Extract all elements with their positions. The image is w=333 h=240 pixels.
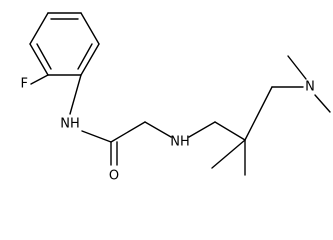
amine-nh-atom: NH <box>170 135 190 150</box>
ring-bond <box>29 12 49 45</box>
carbonyl-ch2-bond <box>110 121 146 143</box>
ring-bond <box>80 43 100 76</box>
n-ch2-bond <box>188 121 216 138</box>
carbonyl-oxygen-atom: O <box>109 169 119 184</box>
fluorophenyl-ring <box>29 12 100 76</box>
n-methyl-bond <box>314 94 331 113</box>
quaternary-ch2-bond <box>244 86 273 141</box>
molecule-structure-diagram: F NH O NH N <box>21 12 331 184</box>
ring-double-bond <box>77 43 93 70</box>
methyl-bond <box>211 139 246 169</box>
amide-nh-atom: NH <box>60 117 80 132</box>
ring-n-bond <box>69 74 82 115</box>
n-methyl-bond <box>287 55 307 80</box>
ring-bond <box>80 12 100 45</box>
fluorine-atom: F <box>21 77 28 92</box>
ring-double-bond <box>36 43 52 70</box>
ch2-n-bond <box>144 121 172 138</box>
dimethylamine-nitrogen-atom: N <box>305 80 315 95</box>
ch2-quaternary-bond <box>214 121 246 141</box>
c-f-bond <box>30 74 49 85</box>
ring-bond <box>29 43 49 76</box>
n-carbonyl-bond <box>81 130 112 143</box>
